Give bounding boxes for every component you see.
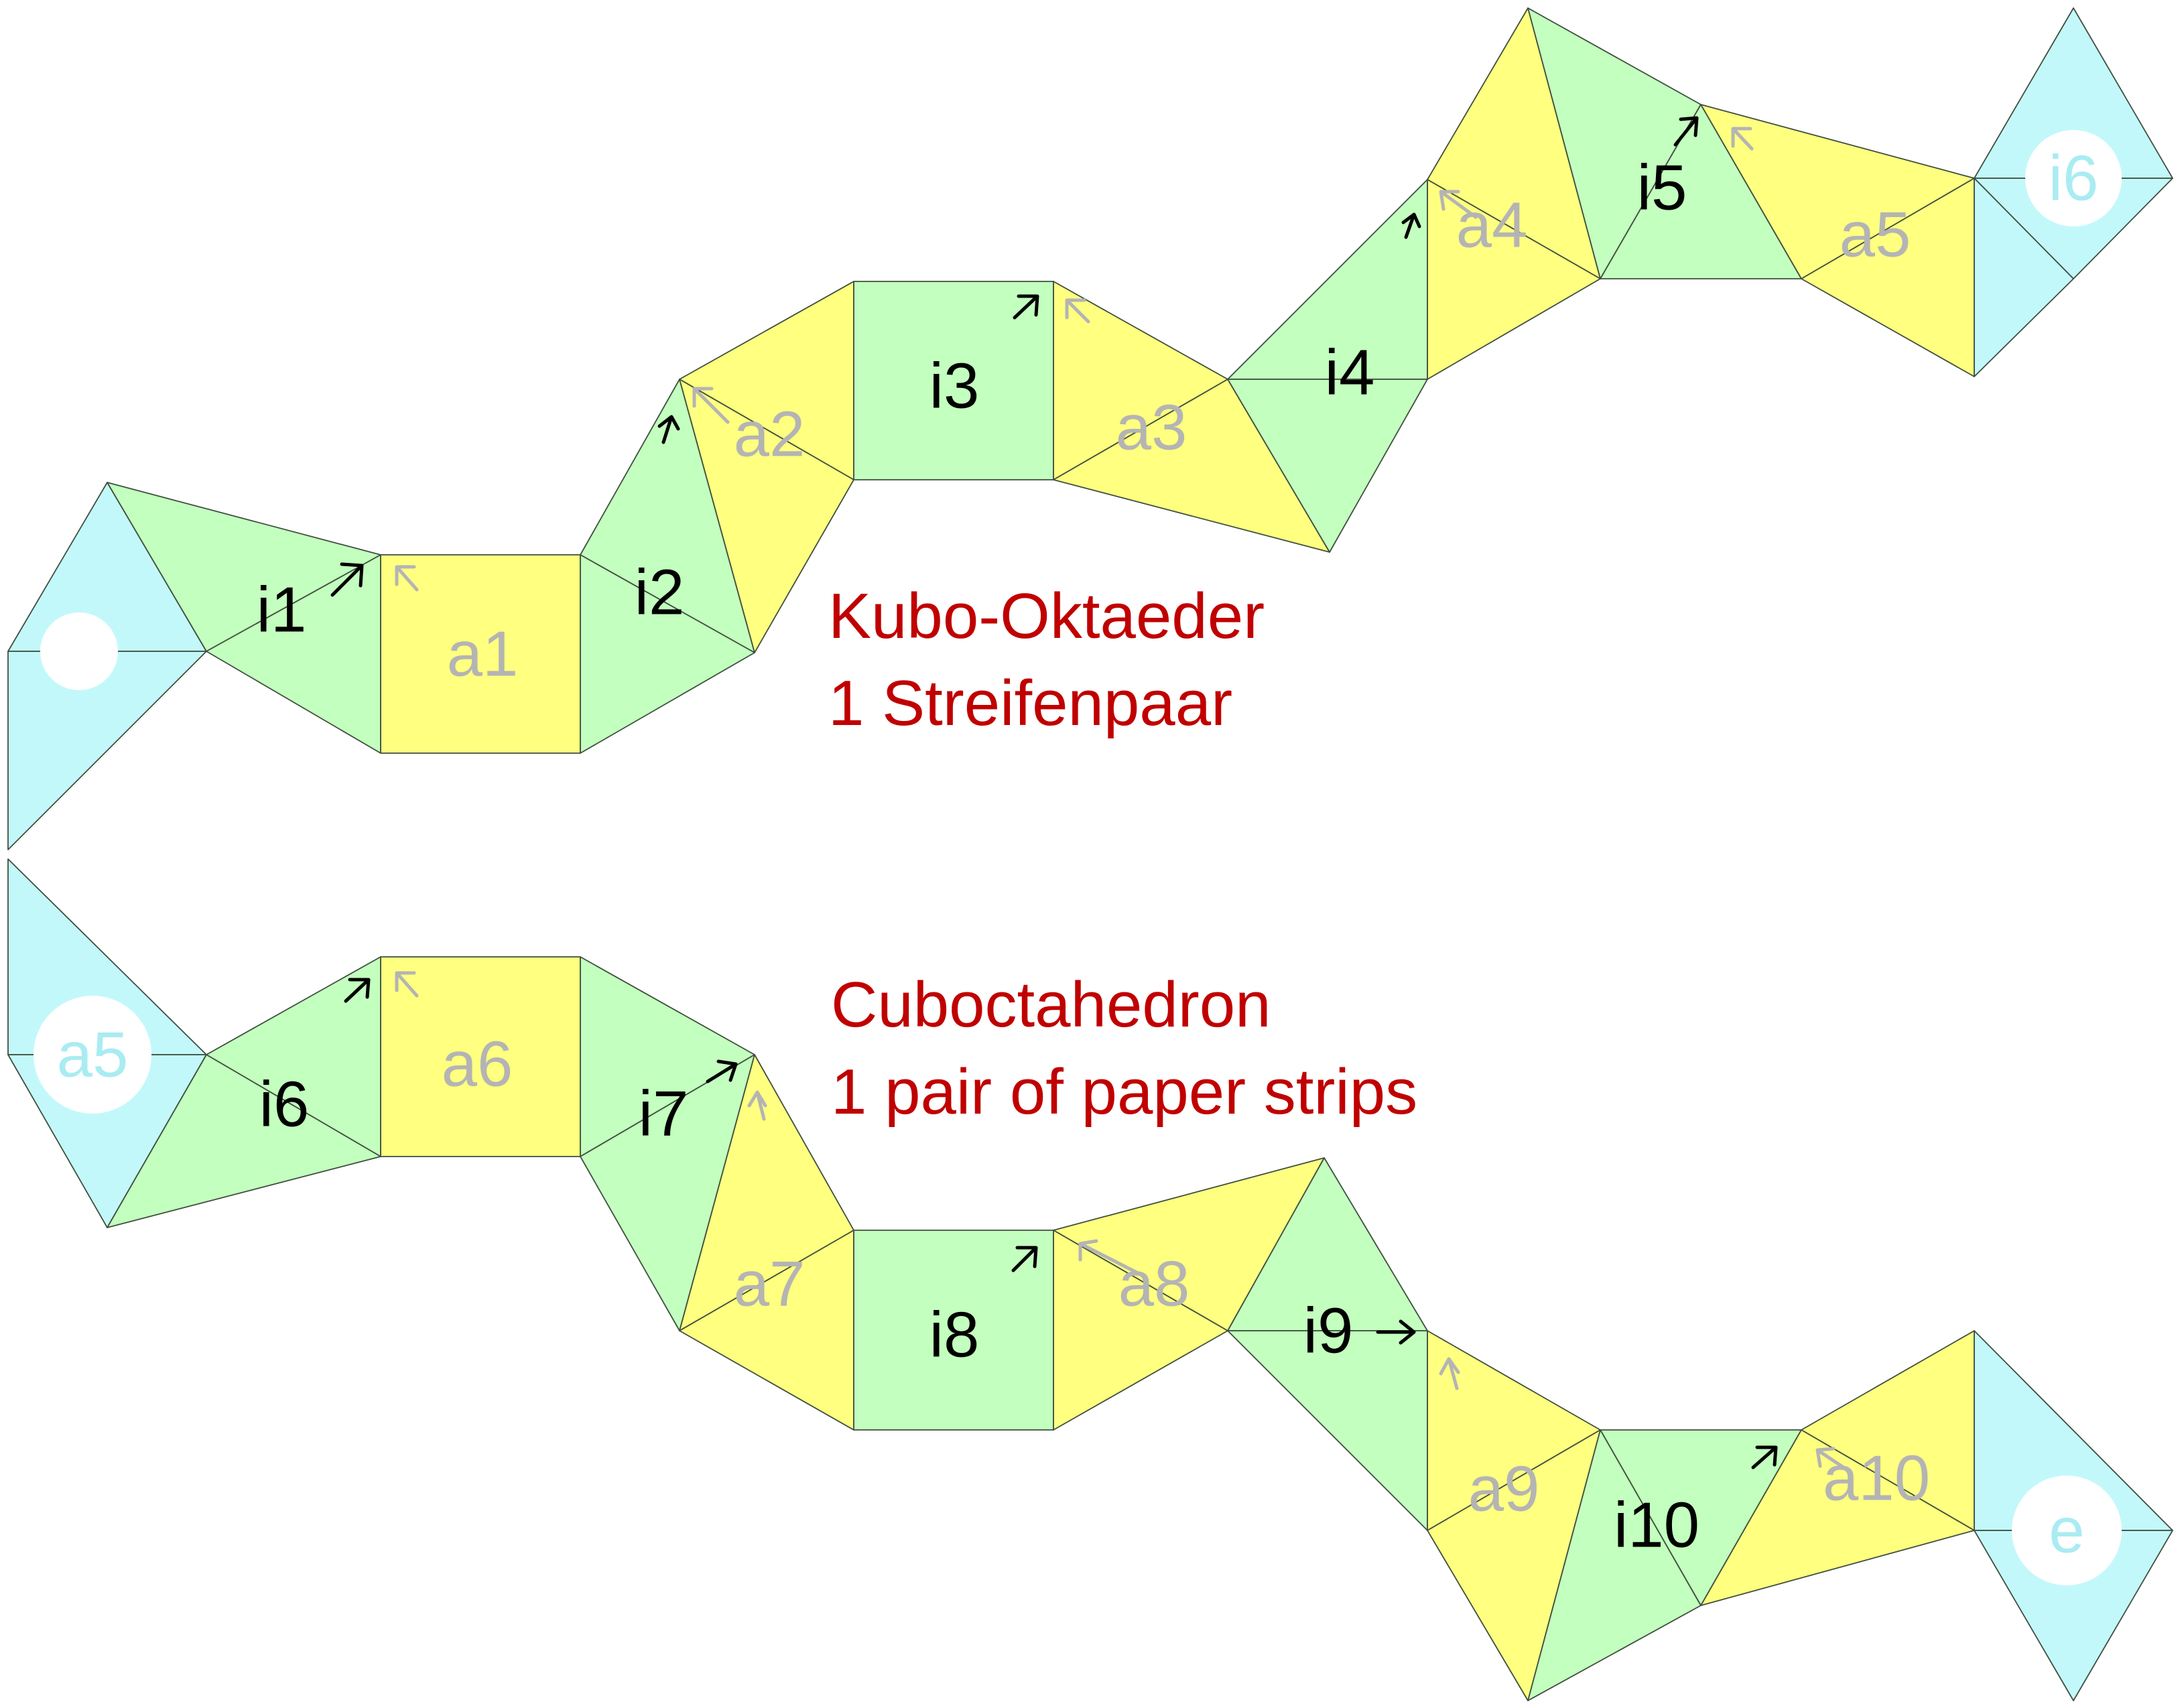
tab-circle-lower-left — [34, 996, 151, 1114]
face-a8-b — [1053, 1230, 1228, 1431]
tab-face-left-middle — [7, 651, 207, 850]
label-a5: a5 — [1840, 199, 1911, 271]
label-a4: a4 — [1456, 190, 1528, 261]
arrow-a9 — [1439, 1357, 1460, 1390]
face-a10-b — [1700, 1429, 1975, 1606]
label-i5: i5 — [1637, 152, 1687, 224]
arrow-i7 — [706, 1059, 738, 1083]
label-a9: a9 — [1468, 1453, 1540, 1525]
arrow-a4 — [1439, 190, 1478, 219]
arrow-i9 — [1376, 1319, 1416, 1345]
title-german: Kubo-Oktaeder 1 Streifenpaar — [828, 580, 1265, 739]
outer-labels: a1 a2 a3 a4 a5 a6 a7 a8 a9 a10 — [442, 190, 1930, 1525]
face-i4-b — [1227, 379, 1428, 553]
label-a8: a8 — [1118, 1248, 1190, 1320]
title-english: Cuboctahedron 1 pair of paper strips — [831, 969, 1417, 1128]
arrow-i2 — [657, 415, 680, 444]
label-i6: i6 — [259, 1069, 310, 1140]
face-a2-b — [679, 379, 854, 653]
label-i4: i4 — [1325, 337, 1375, 409]
label-a6: a6 — [442, 1029, 513, 1100]
label-a7: a7 — [734, 1248, 806, 1320]
label-a3: a3 — [1116, 392, 1188, 464]
label-i10: i10 — [1614, 1490, 1700, 1561]
tab-circle-top-right — [2025, 130, 2122, 226]
folding-arrows — [330, 116, 1852, 1473]
arrow-i10 — [1751, 1445, 1778, 1469]
arrow-i4 — [1401, 212, 1421, 239]
tab-label-bottom-right: e — [2049, 1495, 2084, 1567]
title-de-line2: 1 Streifenpaar — [828, 667, 1232, 739]
arrow-i8 — [1011, 1246, 1038, 1272]
tab-label-top-right: i6 — [2049, 143, 2099, 214]
label-i3: i3 — [929, 350, 980, 422]
face-i2-b — [580, 554, 755, 754]
upper-strip — [7, 7, 2173, 850]
label-i8: i8 — [929, 1299, 980, 1371]
label-i2: i2 — [635, 557, 685, 629]
label-i9: i9 — [1303, 1295, 1354, 1367]
title-de-line1: Kubo-Oktaeder — [828, 580, 1265, 652]
arrow-a7 — [747, 1090, 767, 1121]
arrow-a5 — [1731, 127, 1754, 151]
face-a4-b — [1427, 179, 1601, 380]
lower-strip — [7, 858, 2173, 1701]
arrow-a10 — [1815, 1447, 1852, 1473]
face-i10-b — [1527, 1429, 1702, 1701]
inner-labels: i1 i2 i3 i4 i5 i6 i7 i8 i9 i10 — [257, 152, 1700, 1561]
arrow-a8 — [1078, 1239, 1145, 1278]
title-en-line2: 1 pair of paper strips — [831, 1056, 1417, 1128]
arrow-i3 — [1013, 294, 1039, 320]
tab-label-bottom-left: a5 — [57, 1019, 129, 1091]
label-a10: a10 — [1823, 1443, 1930, 1514]
arrow-a1 — [395, 565, 419, 592]
label-i1: i1 — [257, 574, 307, 646]
tab-circle-bottom-right — [2012, 1475, 2122, 1585]
arrow-i6 — [344, 978, 371, 1003]
arrow-a2 — [692, 387, 730, 424]
label-i7: i7 — [639, 1078, 689, 1150]
label-a1: a1 — [447, 618, 519, 690]
tab-face-top-right-c — [1974, 178, 2074, 377]
tab-labels: i6 a5 e — [57, 143, 2099, 1567]
arrow-a6 — [395, 971, 419, 998]
tab-circle-upper-left — [40, 612, 118, 690]
label-a2: a2 — [734, 399, 806, 470]
title-en-line1: Cuboctahedron — [831, 969, 1271, 1041]
arrow-i5 — [1673, 116, 1699, 147]
arrow-a3 — [1065, 298, 1090, 324]
arrow-i1 — [330, 562, 364, 597]
face-i6-b — [107, 1054, 381, 1228]
